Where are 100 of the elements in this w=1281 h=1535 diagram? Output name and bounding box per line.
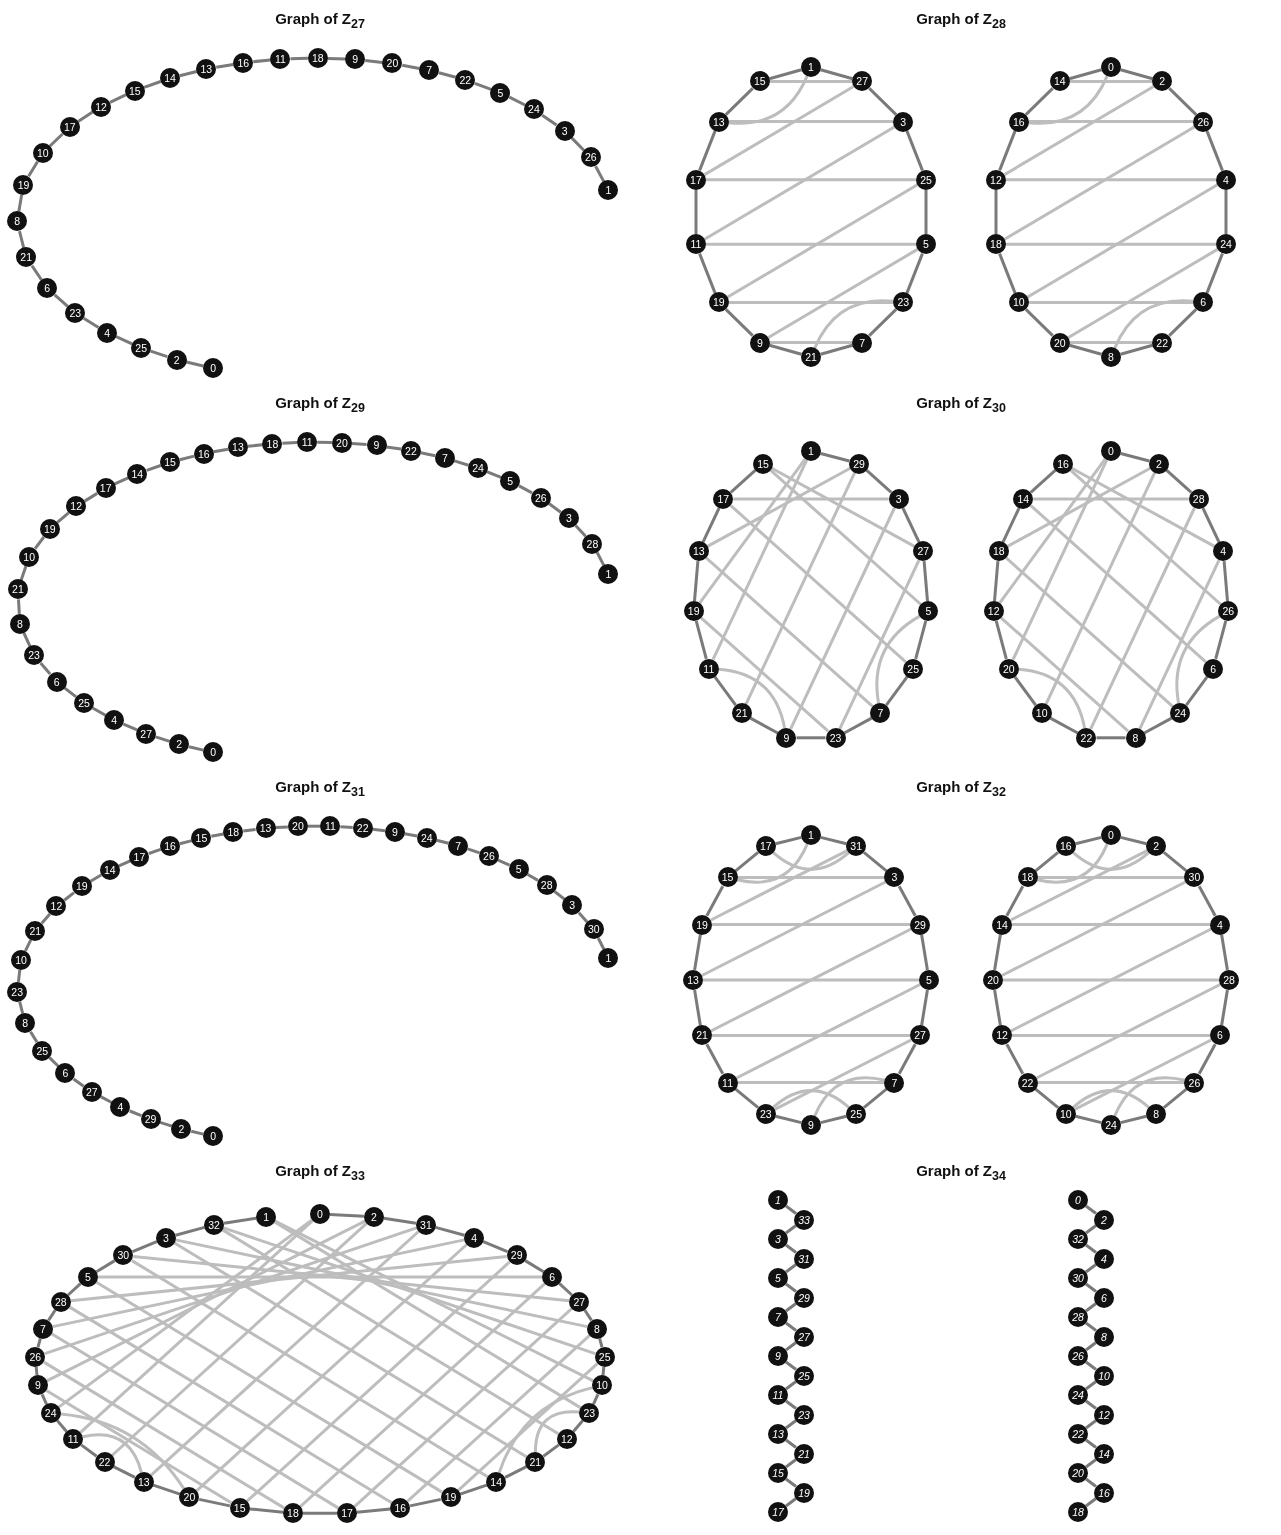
numbered-vertex: 4 — [1216, 169, 1237, 190]
graph-edge — [402, 63, 420, 70]
numbered-vertex: 2 — [363, 1206, 384, 1227]
graph-edge — [17, 194, 24, 212]
numbered-vertex: 1 — [801, 57, 821, 77]
numbered-vertex: 27 — [81, 1082, 102, 1103]
graph-title: Graph of Z$_{31}$ — [275, 778, 365, 799]
numbered-vertex: 1 — [598, 948, 619, 969]
graph-edge — [998, 130, 1017, 171]
graph-edge — [356, 1507, 391, 1514]
numbered-vertex: 20 — [287, 816, 308, 837]
numbered-vertex: 4 — [97, 322, 118, 343]
graph-edge — [905, 253, 924, 294]
numbered-vertex: 3 — [888, 488, 909, 509]
graph-title: Graph of Z$_{30}$ — [916, 394, 1006, 415]
numbered-vertex: 25 — [916, 169, 937, 190]
numbered-vertex: 15 — [160, 452, 181, 473]
numbered-vertex: 8 — [586, 1318, 607, 1339]
numbered-vertex: 14 — [99, 859, 120, 880]
graph-edge — [282, 441, 298, 445]
numbered-vertex: 16 — [1053, 453, 1073, 474]
graph-edge — [785, 1477, 797, 1488]
graph-edge — [1012, 923, 1210, 926]
numbered-vertex: 13 — [768, 1424, 788, 1444]
graph-edge — [785, 1497, 797, 1508]
numbered-vertex: 14 — [991, 914, 1012, 935]
numbered-vertex: 20 — [1068, 1463, 1088, 1483]
numbered-vertex: 29 — [506, 1245, 527, 1266]
numbered-vertex: 1 — [768, 1190, 788, 1210]
numbered-vertex: 2 — [1149, 453, 1169, 474]
numbered-vertex: 22 — [400, 440, 421, 461]
numbered-vertex: 15 — [753, 453, 773, 474]
graph-edge — [34, 1366, 39, 1376]
graph-edge — [179, 839, 193, 846]
numbered-vertex: 22 — [1076, 727, 1097, 748]
numbered-vertex: 12 — [46, 896, 67, 917]
graph-edge — [383, 1216, 417, 1225]
graph-edge — [769, 469, 922, 606]
graph-edge — [497, 858, 511, 867]
graph-edge — [1005, 1043, 1025, 1075]
graph-edge — [353, 1307, 573, 1508]
graph-edge — [862, 1087, 888, 1109]
graph-edge — [79, 1219, 314, 1434]
numbered-vertex: 29 — [794, 1287, 814, 1308]
graph-edge — [813, 299, 894, 349]
numbered-vertex: 17 — [95, 478, 116, 499]
graph-edge — [993, 934, 1002, 971]
graph-edge — [1069, 341, 1153, 345]
graph-edge — [95, 1259, 116, 1274]
graph-edge — [435, 1225, 465, 1237]
numbered-vertex: 15 — [191, 828, 212, 849]
graph-edge — [1089, 507, 1196, 730]
graph-edge — [372, 827, 386, 833]
graph-edge — [820, 452, 850, 463]
numbered-vertex: 23 — [794, 1404, 814, 1425]
numbered-vertex: 7 — [852, 332, 873, 353]
graph-edge — [1024, 308, 1054, 337]
graph-edge — [30, 264, 43, 281]
numbered-vertex: 17 — [768, 1502, 788, 1522]
graph-edge — [994, 189, 998, 235]
numbered-vertex: 15 — [717, 867, 738, 888]
graph-edge — [39, 662, 52, 676]
graph-edge — [1165, 469, 1193, 494]
numbered-vertex: 15 — [229, 1497, 250, 1518]
numbered-vertex: 30 — [583, 919, 604, 940]
numbered-vertex: 0 — [1101, 825, 1121, 845]
numbered-vertex: 20 — [998, 658, 1019, 679]
numbered-vertex: 18 — [282, 1503, 303, 1524]
numbered-vertex: 25 — [74, 693, 94, 714]
numbered-vertex: 26 — [1193, 111, 1214, 132]
numbered-vertex: 13 — [708, 111, 729, 132]
numbered-vertex: 8 — [9, 613, 30, 634]
numbered-vertex: 16 — [193, 443, 214, 464]
numbered-vertex: 17 — [755, 836, 776, 857]
numbered-vertex: 24 — [523, 99, 544, 120]
numbered-vertex: 11 — [270, 49, 291, 70]
numbered-vertex: 14 — [127, 463, 148, 484]
numbered-vertex: 18 — [1068, 1502, 1088, 1522]
numbered-vertex: 2 — [169, 734, 190, 755]
graph-edge — [703, 85, 855, 176]
numbered-vertex: 25 — [32, 1040, 53, 1061]
numbered-vertex: 11 — [717, 1072, 738, 1093]
graph-edge — [246, 1261, 511, 1503]
graph-edge — [221, 1228, 560, 1436]
numbered-vertex: 0 — [203, 358, 224, 379]
graph-edge — [60, 1412, 186, 1490]
numbered-vertex: 20 — [331, 432, 352, 453]
numbered-vertex: 5 — [768, 1268, 788, 1288]
graph-edge — [1010, 927, 1212, 1033]
graph-edge — [150, 349, 168, 359]
graph-edge — [868, 308, 898, 337]
numbered-vertex: 4 — [104, 710, 125, 731]
graph-edge — [865, 469, 893, 494]
graph-edge — [1085, 1360, 1097, 1371]
graph-edge — [785, 1399, 797, 1410]
graph-title: Graph of Z$_{27}$ — [275, 10, 365, 31]
graph-edge — [186, 360, 204, 368]
graph-edge — [253, 58, 271, 64]
numbered-vertex: 6 — [1203, 658, 1224, 679]
numbered-vertex: 0 — [1101, 57, 1121, 77]
